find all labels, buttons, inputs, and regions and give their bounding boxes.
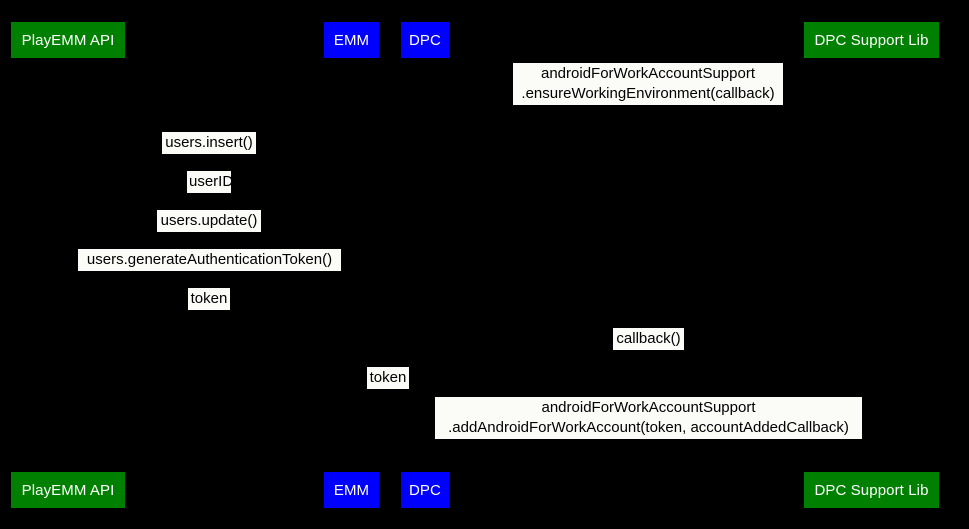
message-users-insert[interactable]: users.insert() xyxy=(162,132,256,154)
message-line-2: .addAndroidForWorkAccount(token, account… xyxy=(448,419,849,436)
message-callback[interactable]: callback() xyxy=(613,328,684,350)
participant-label: DPC xyxy=(409,481,441,499)
message-users-generate-authentication-token[interactable]: users.generateAuthenticationToken() xyxy=(78,249,341,271)
participant-head-dpc[interactable]: DPC xyxy=(401,22,449,58)
message-line-2: .ensureWorkingEnvironment(callback) xyxy=(521,85,775,102)
message-ensure-working-environment[interactable]: androidForWorkAccountSupport .ensureWork… xyxy=(513,63,783,105)
participant-label: DPC Support Lib xyxy=(814,31,929,49)
message-text: callback() xyxy=(616,330,681,347)
participant-head-dpc-support-lib[interactable]: DPC Support Lib xyxy=(804,22,939,58)
lifeline-dpc-support-lib xyxy=(871,58,872,472)
participant-label: DPC Support Lib xyxy=(814,481,929,499)
participant-foot-emm[interactable]: EMM xyxy=(324,472,379,508)
participant-foot-playemm-api[interactable]: PlayEMM API xyxy=(11,472,125,508)
message-text: userID xyxy=(189,173,234,190)
lifeline-playemm-api xyxy=(67,58,68,472)
message-users-update[interactable]: users.update() xyxy=(157,210,261,232)
participant-label: PlayEMM API xyxy=(21,481,115,499)
participant-label: DPC xyxy=(409,31,441,49)
message-text: token xyxy=(369,369,407,386)
message-line-1: androidForWorkAccountSupport xyxy=(541,65,755,82)
message-text: users.insert() xyxy=(165,134,253,151)
participant-label: EMM xyxy=(333,481,370,499)
message-token-to-dpc[interactable]: token xyxy=(367,367,409,389)
message-line-1: androidForWorkAccountSupport xyxy=(541,399,756,416)
lifeline-emm xyxy=(351,58,352,472)
message-token-to-emm[interactable]: token xyxy=(188,288,230,310)
participant-label: PlayEMM API xyxy=(21,31,115,49)
message-text: users.generateAuthenticationToken() xyxy=(86,251,333,268)
participant-foot-dpc-support-lib[interactable]: DPC Support Lib xyxy=(804,472,939,508)
message-text: token xyxy=(190,290,228,307)
participant-head-playemm-api[interactable]: PlayEMM API xyxy=(11,22,125,58)
message-userid[interactable]: userID xyxy=(187,171,234,193)
participant-head-emm[interactable]: EMM xyxy=(324,22,379,58)
participant-label: EMM xyxy=(333,31,370,49)
participant-foot-dpc[interactable]: DPC xyxy=(401,472,449,508)
message-add-android-for-work-account[interactable]: androidForWorkAccountSupport .addAndroid… xyxy=(435,397,862,439)
lifeline-dpc xyxy=(424,58,425,472)
message-text: users.update() xyxy=(160,212,258,229)
